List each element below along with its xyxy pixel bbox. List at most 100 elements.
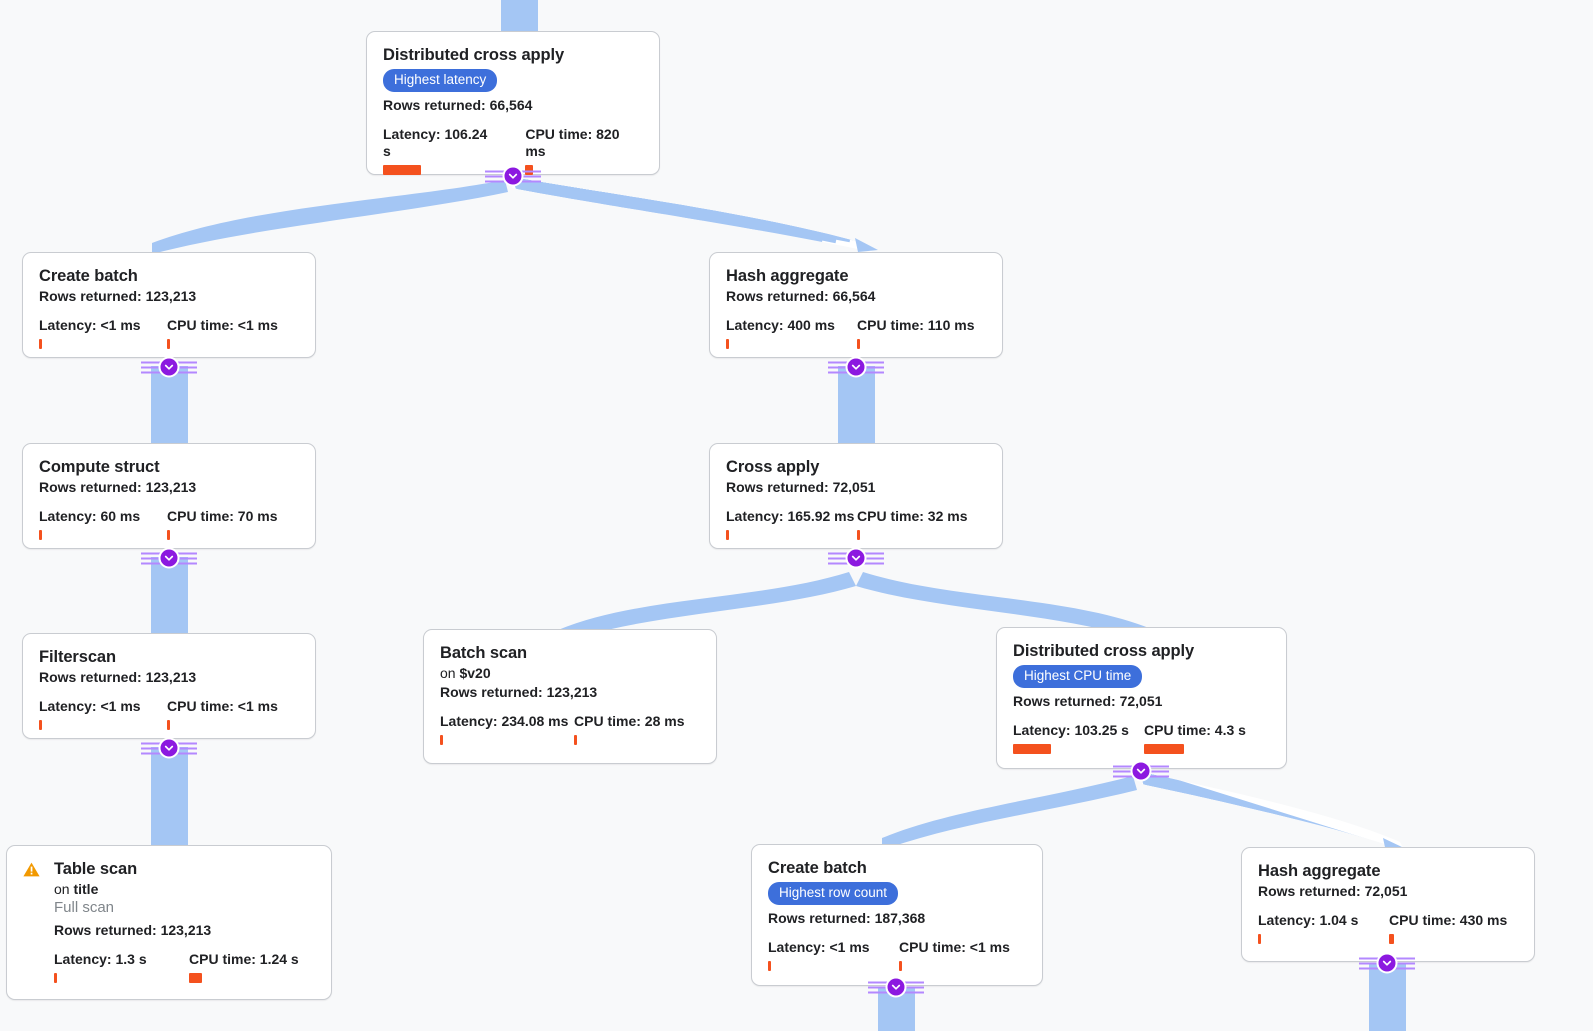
chevron-down-icon[interactable] [158,547,180,569]
cpu-bar [857,530,860,540]
latency-metric: Latency: 165.92 ms [726,508,857,540]
latency-label: Latency: <1 ms [768,939,870,955]
node-title: Batch scan [440,644,528,662]
chevron-down-icon[interactable] [845,547,867,569]
status-badge: Highest latency [383,69,498,92]
plan-node-hash-aggregate-lower[interactable]: Hash aggregate Rows returned: 72,051 Lat… [1241,847,1535,962]
rows-returned: Rows returned: 123,213 [39,479,197,495]
node-metrics: Latency: 1.04 s CPU time: 430 ms [1258,912,1518,944]
scan-note: Full scan [54,899,115,916]
latency-bar [1258,934,1261,944]
cpu-label: CPU time: 28 ms [574,713,685,729]
latency-label: Latency: 1.04 s [1258,912,1359,928]
node-metrics: Latency: 165.92 ms CPU time: 32 ms [726,508,986,540]
plan-node-create-batch-left[interactable]: Create batch Rows returned: 123,213 Late… [22,252,316,358]
latency-label: Latency: 234.08 ms [440,713,569,729]
latency-metric: Latency: 106.24 s [383,126,498,175]
cpu-metric: CPU time: 1.24 s [189,951,299,983]
rows-returned: Rows returned: 72,051 [1013,693,1163,709]
toggle-create-batch-left[interactable] [141,356,197,378]
rows-returned: Rows returned: 123,213 [39,669,197,685]
plan-node-filterscan[interactable]: Filterscan Rows returned: 123,213 Latenc… [22,633,316,739]
rows-returned: Rows returned: 123,213 [54,922,212,938]
toggle-hash-aggregate-upper[interactable] [828,356,884,378]
toggle-root[interactable] [485,165,541,187]
rows-returned: Rows returned: 72,051 [726,479,876,495]
cpu-metric: CPU time: 28 ms [574,713,684,745]
plan-node-compute-struct[interactable]: Compute struct Rows returned: 123,213 La… [22,443,316,549]
latency-metric: Latency: <1 ms [39,317,167,349]
latency-label: Latency: <1 ms [39,317,141,333]
edge-cross-apply-to-batch-scan [558,572,856,644]
toggle-distributed-cross-apply-lower[interactable] [1113,760,1169,782]
chevron-down-icon[interactable] [845,356,867,378]
latency-bar [726,339,729,349]
toggle-hash-aggregate-lower[interactable] [1359,952,1415,974]
toggle-cross-apply[interactable] [828,547,884,569]
node-title: Compute struct [39,458,160,476]
chevron-down-icon[interactable] [158,737,180,759]
edge-root-inflow [501,0,538,31]
latency-metric: Latency: 60 ms [39,508,167,540]
edge-dca-to-create-batch [882,776,1137,850]
latency-bar [39,530,42,540]
node-title: Hash aggregate [1258,862,1381,880]
node-metrics: Latency: <1 ms CPU time: <1 ms [768,939,1026,971]
rows-returned: Rows returned: 72,051 [1258,883,1408,899]
latency-bar [54,973,57,983]
edge-hash-aggregate-to-cross-apply [838,366,875,444]
plan-node-cross-apply[interactable]: Cross apply Rows returned: 72,051 Latenc… [709,443,1003,549]
plan-node-batch-scan[interactable]: Batch scan on $v20 Rows returned: 123,21… [423,629,717,764]
cpu-label: CPU time: 32 ms [857,508,968,524]
target-name: $v20 [459,665,491,681]
edge-fan-top-tip [855,238,878,252]
chevron-down-icon[interactable] [1376,952,1398,974]
cpu-metric: CPU time: 32 ms [857,508,967,540]
chevron-down-icon[interactable] [502,165,524,187]
node-title: Create batch [768,859,867,877]
cpu-label: CPU time: 1.24 s [189,951,299,967]
cpu-bar [525,165,534,175]
cpu-label: CPU time: 110 ms [857,317,975,333]
edge-compute-struct-to-filterscan [151,557,188,635]
node-metrics: Latency: 234.08 ms CPU time: 28 ms [440,713,700,745]
chevron-down-icon[interactable] [885,976,907,998]
toggle-filterscan[interactable] [141,737,197,759]
node-metrics: Latency: 400 ms CPU time: 110 ms [726,317,986,349]
edge-create-batch-to-compute-struct [151,366,188,444]
latency-label: Latency: 165.92 ms [726,508,855,524]
toggle-compute-struct[interactable] [141,547,197,569]
cpu-bar [1389,934,1394,944]
cpu-metric: CPU time: 820 ms [525,126,643,175]
cpu-bar [1144,744,1184,754]
toggle-create-batch-bottom[interactable] [868,976,924,998]
latency-metric: Latency: 103.25 s [1013,722,1144,754]
node-metrics: Latency: 103.25 s CPU time: 4.3 s [1013,722,1270,754]
node-metrics: Latency: 1.3 s CPU time: 1.24 s [54,951,315,983]
cpu-bar [899,961,902,971]
node-metrics: Latency: <1 ms CPU time: <1 ms [39,317,299,349]
cpu-metric: CPU time: 70 ms [167,508,277,540]
cpu-metric: CPU time: 110 ms [857,317,975,349]
chevron-down-icon[interactable] [1130,760,1152,782]
latency-bar [383,165,421,175]
rows-returned: Rows returned: 123,213 [39,288,197,304]
latency-label: Latency: 103.25 s [1013,722,1129,738]
latency-metric: Latency: 234.08 ms [440,713,574,745]
chevron-down-icon[interactable] [158,356,180,378]
plan-node-create-batch-bottom[interactable]: Create batch Highest row count Rows retu… [751,844,1043,986]
cpu-bar [189,973,202,983]
latency-metric: Latency: 400 ms [726,317,857,349]
cpu-label: CPU time: <1 ms [899,939,1010,955]
rows-returned: Rows returned: 66,564 [726,288,876,304]
latency-label: Latency: 400 ms [726,317,835,333]
plan-node-distributed-cross-apply-lower[interactable]: Distributed cross apply Highest CPU time… [996,627,1287,769]
rows-returned: Rows returned: 66,564 [383,97,533,113]
latency-label: Latency: 60 ms [39,508,141,524]
node-target: on title [54,880,315,898]
plan-node-hash-aggregate-upper[interactable]: Hash aggregate Rows returned: 66,564 Lat… [709,252,1003,358]
plan-node-distributed-cross-apply-root[interactable]: Distributed cross apply Highest latency … [366,31,660,175]
plan-node-table-scan[interactable]: Table scan on title Full scan Rows retur… [6,845,332,1000]
